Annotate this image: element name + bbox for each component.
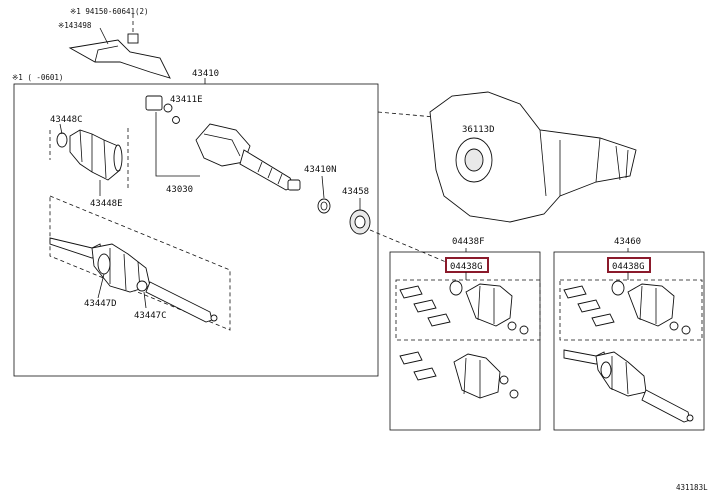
shaft-group-frame	[49, 195, 231, 331]
figure-id: 431183L	[676, 483, 708, 492]
part-43448E-boot[interactable]	[69, 129, 123, 181]
kit1-parts[interactable]	[399, 280, 529, 399]
part-43458[interactable]	[349, 209, 371, 235]
part-43030-inner-joint[interactable]	[195, 123, 301, 191]
label-43448E[interactable]: 43448E	[90, 199, 123, 209]
label-04438G-1[interactable]: 04438G	[450, 262, 483, 272]
highlight-04438G-1[interactable]	[445, 257, 489, 273]
part-43448C[interactable]	[56, 132, 68, 148]
bracket-143498[interactable]	[68, 14, 171, 79]
label-04438G-2[interactable]: 04438G	[612, 262, 645, 272]
label-43458[interactable]: 43458	[342, 187, 369, 197]
label-43030[interactable]: 43030	[166, 185, 193, 195]
label-43447D[interactable]: 43447D	[84, 299, 117, 309]
label-43410[interactable]: 43410	[192, 69, 219, 79]
kit-box-2	[553, 251, 705, 431]
label-143498[interactable]: ※143498	[58, 21, 92, 30]
label-43410N[interactable]: 43410N	[304, 165, 337, 175]
label-note-top: ※1 94150-60641(2)	[70, 7, 149, 16]
label-04438F[interactable]: 04438F	[452, 237, 485, 247]
label-43460[interactable]: 43460	[614, 237, 641, 247]
part-43410N[interactable]	[317, 198, 331, 214]
label-43411E[interactable]: 43411E	[170, 95, 203, 105]
part-43411E[interactable]	[145, 95, 180, 124]
kit-box-1	[389, 251, 541, 431]
label-43448C[interactable]: 43448C	[50, 115, 83, 125]
highlight-04438G-2[interactable]	[607, 257, 651, 273]
kit1-subgroup	[395, 279, 541, 341]
label-36113D[interactable]: 36113D	[462, 125, 495, 135]
differential-housing[interactable]	[429, 91, 637, 223]
shaft-assembly-43447[interactable]	[49, 237, 218, 323]
label-43447C[interactable]: 43447C	[134, 311, 167, 321]
kit2-parts[interactable]	[563, 280, 694, 423]
kit2-subgroup	[559, 279, 703, 341]
label-note-range: ※1 ( -0601)	[12, 73, 63, 82]
main-frame	[13, 83, 379, 377]
